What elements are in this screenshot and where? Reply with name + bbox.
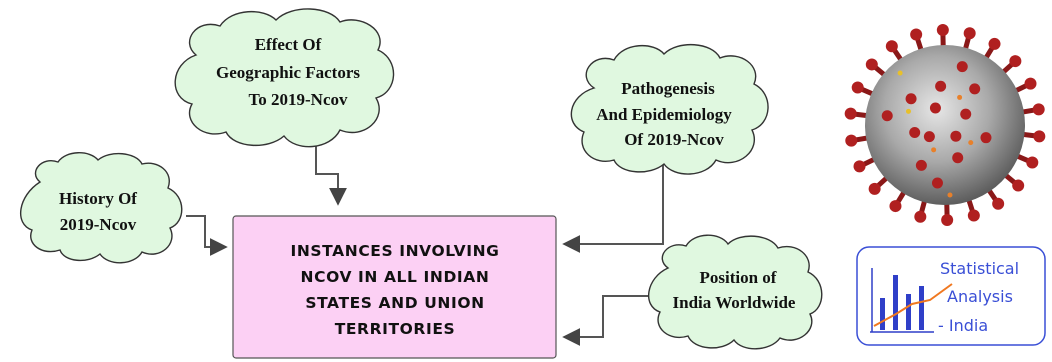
cloud-position-line-1: Position of (700, 268, 777, 287)
virus-surface-spike (929, 102, 941, 114)
cloud-pathogenesis: Pathogenesis And Epidemiology Of 2019-Nc… (570, 43, 769, 175)
stat-bar-1 (880, 298, 885, 330)
cloud-effect-shape (174, 8, 395, 148)
stat-logo-line-2: Analysis (947, 287, 1013, 306)
cloud-effect-line-3: To 2019-Ncov (248, 90, 348, 109)
cloud-position-line-2: India Worldwide (673, 293, 796, 312)
virus-spike-head (853, 160, 866, 173)
virus-spike-head (936, 24, 949, 37)
central-box: INSTANCES INVOLVING NCOV IN ALL INDIAN S… (232, 215, 557, 359)
virus-spike-head (1012, 179, 1025, 192)
central-line-2: NCOV IN ALL INDIAN (301, 268, 490, 286)
virus-surface-spike (915, 159, 927, 171)
stat-bar-4 (919, 286, 924, 330)
statistical-analysis-logo: Statistical Analysis - India (856, 246, 1046, 346)
virus-surface-dot (931, 147, 937, 153)
virus-spike-head (1009, 55, 1022, 68)
virus-spike-head (885, 40, 898, 53)
virus-spike-head (914, 210, 927, 223)
virus-spike-head (868, 182, 881, 195)
virus-spike-head (851, 81, 864, 94)
virus-surface-spike (935, 80, 947, 92)
virus-surface-dot (968, 140, 974, 146)
virus-surface-dot (947, 192, 953, 198)
virus-surface-proteins (881, 61, 992, 198)
virus-surface-dot (905, 108, 911, 114)
virus-spike-head (988, 37, 1001, 50)
stat-bar-2 (893, 275, 898, 330)
virus-spike-head (1026, 156, 1039, 169)
virus-surface-spike (950, 130, 962, 142)
arrow-pathogenesis-to-central (562, 160, 664, 253)
virus-surface-spike (980, 132, 992, 144)
stat-bar-3 (906, 294, 911, 330)
virus-spike-head (889, 200, 902, 213)
virus-surface-spike (969, 83, 981, 95)
virus-surface-spike (923, 131, 935, 143)
cloud-effect-line-2: Geographic Factors (216, 63, 360, 82)
virus-surface-spike (960, 108, 972, 120)
virus-spike-head (1032, 103, 1045, 116)
cloud-history: History Of 2019-Ncov (19, 152, 183, 264)
cloud-effect-of-geographic-factors: Effect Of Geographic Factors To 2019-Nco… (174, 8, 395, 148)
stat-trend-line (873, 283, 953, 327)
central-box-shape (232, 215, 557, 359)
cloud-pathogenesis-shape (570, 43, 769, 175)
coronavirus-icon (844, 24, 1046, 226)
virus-spike-head (845, 134, 858, 147)
cloud-history-shape (19, 152, 183, 264)
virus-spike-head (1033, 130, 1046, 143)
virus-spike-head (963, 27, 976, 40)
stat-logo-line-3: - India (938, 316, 988, 335)
virus-spike-head (941, 213, 954, 226)
cloud-pathogenesis-line-2: And Epidemiology (596, 105, 732, 124)
cloud-pathogenesis-line-3: Of 2019-Ncov (624, 130, 724, 149)
cloud-pathogenesis-line-1: Pathogenesis (621, 79, 715, 98)
cloud-history-line-1: History Of (59, 189, 137, 208)
virus-surface-dot (957, 94, 963, 100)
central-line-3: STATES AND UNION (305, 294, 484, 312)
virus-spike-head (992, 197, 1005, 210)
cloud-effect-line-1: Effect Of (255, 35, 322, 54)
virus-spike-head (865, 58, 878, 71)
arrow-effect-to-central (315, 140, 347, 206)
virus-spike-head (1024, 77, 1037, 90)
stat-logo-frame (856, 246, 1046, 346)
arrow-history-to-central (186, 215, 228, 256)
virus-surface-spike (909, 126, 921, 138)
virus-spike-head (910, 28, 923, 41)
virus-body (865, 45, 1025, 205)
virus-surface-spike (905, 93, 917, 105)
central-line-1: INSTANCES INVOLVING (290, 242, 499, 260)
connectors (186, 140, 664, 346)
virus-surface-spike (881, 110, 893, 122)
virus-surface-spike (952, 152, 964, 164)
virus-surface-dot (897, 70, 903, 76)
virus-spike-head (844, 107, 857, 120)
virus-surface-spike (931, 177, 943, 189)
cloud-position: Position of India Worldwide (647, 234, 823, 350)
cloud-position-shape (647, 234, 823, 350)
virus-surface-spike (956, 61, 968, 73)
cloud-history-line-2: 2019-Ncov (60, 215, 137, 234)
central-line-4: TERRITORIES (335, 320, 456, 338)
virus-spikes (844, 24, 1046, 226)
virus-spike-head (967, 209, 980, 222)
stat-logo-line-1: Statistical (940, 259, 1019, 278)
arrow-position-to-central (562, 295, 660, 346)
